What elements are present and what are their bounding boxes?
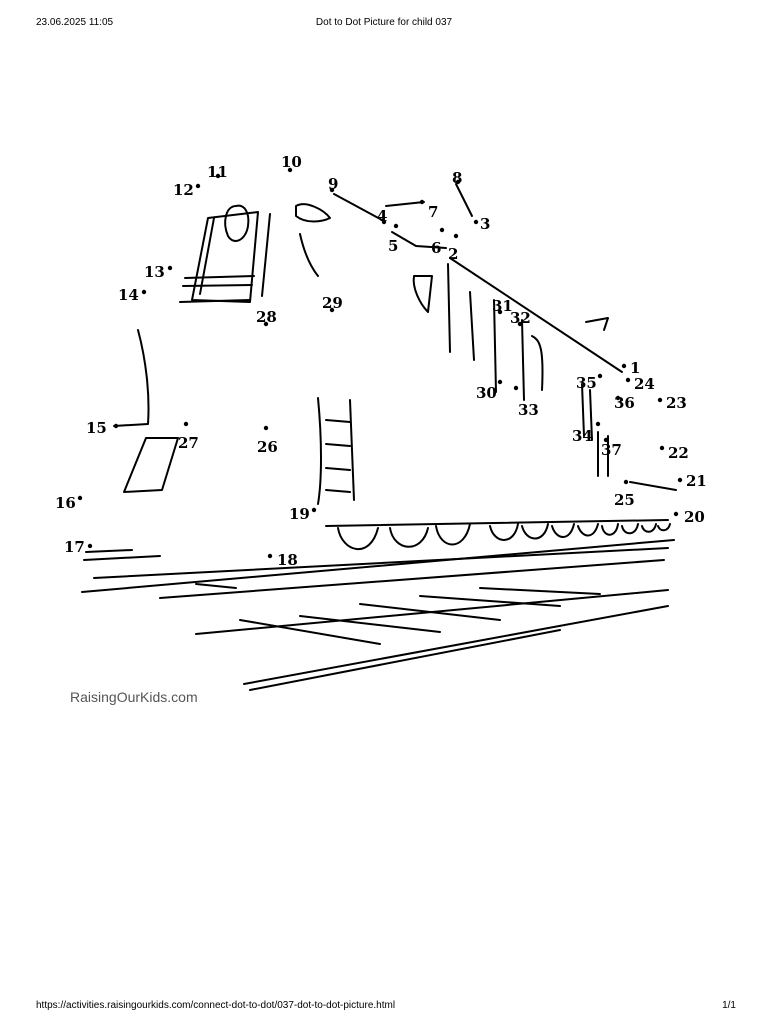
dot-label-1: 1 <box>630 359 640 377</box>
dot-label-4: 4 <box>377 207 387 225</box>
dot-label-21: 21 <box>686 472 707 490</box>
dot-point-14 <box>141 289 147 295</box>
dot-label-33: 33 <box>518 401 539 419</box>
dot-label-27: 27 <box>178 434 199 452</box>
dot-label-2: 2 <box>448 245 458 263</box>
dot-label-13: 13 <box>144 263 165 281</box>
dot-label-35: 35 <box>576 374 597 392</box>
dot-point-30 <box>497 379 503 385</box>
dot-label-7: 7 <box>428 203 438 221</box>
dot-label-20: 20 <box>684 508 705 526</box>
dot-label-3: 3 <box>480 215 490 233</box>
dot-label-28: 28 <box>256 308 277 326</box>
dot-point-36 <box>615 395 621 401</box>
dot-point-13 <box>167 265 173 271</box>
dot-point-1 <box>621 363 627 369</box>
dot-point-15 <box>113 423 119 429</box>
dot-label-26: 26 <box>257 438 278 456</box>
dot-point-29 <box>329 307 335 313</box>
dot-label-6: 6 <box>431 239 441 257</box>
dot-point-3 <box>473 219 479 225</box>
dot-point-8 <box>455 179 461 185</box>
dot-point-24 <box>625 377 631 383</box>
train-outline <box>81 183 677 691</box>
dot-label-16: 16 <box>55 494 76 512</box>
dot-label-9: 9 <box>328 175 338 193</box>
dot-label-18: 18 <box>277 551 298 569</box>
dot-point-11 <box>215 173 221 179</box>
dot-point-16 <box>77 495 83 501</box>
dot-point-37 <box>603 437 609 443</box>
dot-label-23: 23 <box>666 394 687 412</box>
dot-point-34 <box>595 421 601 427</box>
page-title: Dot to Dot Picture for child 037 <box>315 17 453 28</box>
dot-point-35 <box>597 373 603 379</box>
dot-label-25: 25 <box>614 491 635 509</box>
dot-point-23 <box>657 397 663 403</box>
dot-label-17: 17 <box>64 538 85 556</box>
dot-label-14: 14 <box>118 286 139 304</box>
dot-label-29: 29 <box>322 294 343 312</box>
dot-point-32 <box>517 321 523 327</box>
footer-url: https://activities.raisingourkids.com/co… <box>36 1000 396 1011</box>
dot-label-32: 32 <box>510 309 531 327</box>
dot-point-27 <box>183 421 189 427</box>
dot-point-6 <box>439 227 445 233</box>
dot-label-34: 34 <box>572 427 593 445</box>
dot-label-36: 36 <box>614 394 635 412</box>
dot-point-4 <box>381 219 387 225</box>
dot-point-33 <box>513 385 519 391</box>
dot-point-7 <box>419 199 425 205</box>
dot-point-28 <box>263 321 269 327</box>
dot-label-11: 11 <box>207 163 228 181</box>
dot-label-12: 12 <box>173 181 194 199</box>
dot-label-10: 10 <box>281 153 302 171</box>
dot-point-18 <box>267 553 273 559</box>
dot-point-5 <box>393 223 399 229</box>
dot-point-9 <box>329 187 335 193</box>
dot-point-10 <box>287 167 293 173</box>
dot-point-26 <box>263 425 269 431</box>
dot-label-24: 24 <box>634 375 655 393</box>
dot-point-17 <box>87 543 93 549</box>
dot-point-2 <box>453 233 459 239</box>
dot-point-19 <box>311 507 317 513</box>
dot-label-19: 19 <box>289 505 310 523</box>
print-datetime: 23.06.2025 11:05 <box>36 17 114 28</box>
site-watermark: RaisingOurKids.com <box>70 689 198 705</box>
dot-point-25 <box>623 479 629 485</box>
dot-point-31 <box>497 309 503 315</box>
dot-point-20 <box>673 511 679 517</box>
dot-label-15: 15 <box>86 419 107 437</box>
page-number: 1/1 <box>722 1000 736 1011</box>
dot-point-21 <box>677 477 683 483</box>
dot-label-8: 8 <box>452 169 462 187</box>
dot-label-5: 5 <box>388 237 398 255</box>
dot-label-37: 37 <box>601 441 622 459</box>
dot-point-12 <box>195 183 201 189</box>
dot-label-30: 30 <box>476 384 497 402</box>
dot-point-22 <box>659 445 665 451</box>
dot-label-22: 22 <box>668 444 689 462</box>
dot-label-31: 31 <box>492 297 513 315</box>
